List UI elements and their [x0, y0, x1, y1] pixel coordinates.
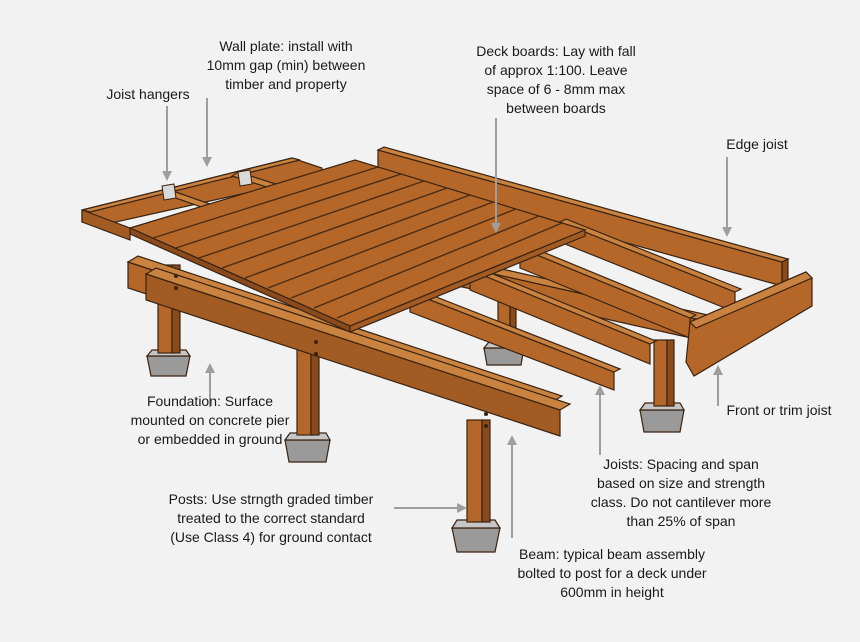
- joist-hangers: [161, 169, 253, 201]
- joists: [408, 218, 743, 391]
- post: [466, 419, 491, 523]
- label-posts: Posts: Use strngth graded timber treated…: [168, 491, 374, 545]
- beam-bolts: [174, 274, 488, 428]
- post: [296, 334, 320, 436]
- label-deck-boards: Deck boards: Lay with fall of approx 1:1…: [476, 43, 636, 116]
- joist-hanger-icon: [161, 183, 177, 201]
- front-trim-joist: [685, 271, 814, 377]
- label-front-joist: Front or trim joist: [726, 402, 832, 418]
- label-wall-plate: Wall plate: install with 10mm gap (min) …: [206, 38, 366, 92]
- joist: [408, 288, 622, 391]
- post: [653, 339, 675, 407]
- foundation-pads: [145, 341, 686, 553]
- label-joist-hangers: Joist hangers: [106, 86, 190, 102]
- joist: [558, 218, 743, 313]
- label-foundation: Foundation: Surface mounted on concrete …: [130, 393, 290, 447]
- label-edge-joist: Edge joist: [726, 136, 788, 152]
- foundation-pad: [145, 349, 192, 377]
- foundation-pad: [638, 402, 686, 433]
- edge-joist: [376, 146, 790, 287]
- label-beam: Beam: typical beam assembly bolted to po…: [517, 546, 707, 600]
- label-joists: Joists: Spacing and span based on size a…: [590, 456, 772, 529]
- joist-hanger-icon: [237, 169, 253, 187]
- deck-boards: [128, 159, 587, 333]
- foundation-pad: [450, 519, 502, 553]
- callout-arrows: [162, 98, 732, 538]
